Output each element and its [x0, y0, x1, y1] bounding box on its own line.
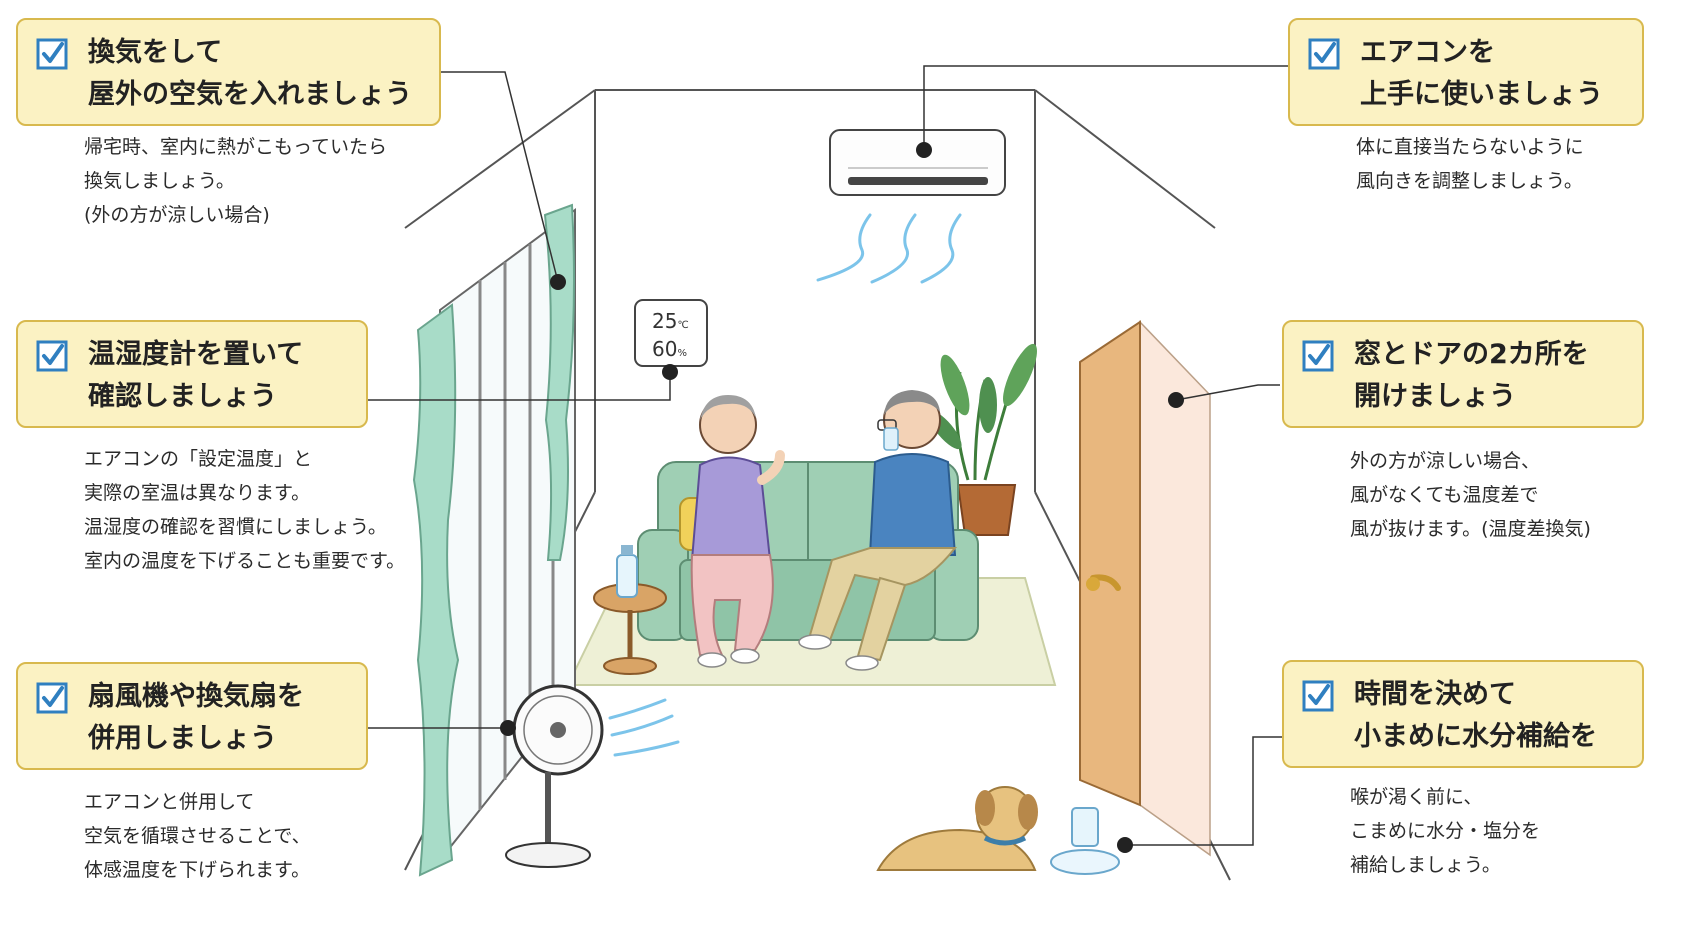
tip-window-door-desc: 外の方が涼しい場合、 風がなくても温度差で 風が抜けます。(温度差換気) — [1350, 450, 1591, 540]
checkbox-checked-icon — [1302, 340, 1334, 372]
tip-aircon-title: エアコンを 上手に使いましょう — [1360, 37, 1603, 110]
leader-dots — [500, 142, 1184, 853]
tip-ventilate-box: 換気をして 屋外の空気を入れましょう — [16, 18, 441, 126]
air-conditioner — [829, 129, 1006, 196]
dog — [876, 786, 1038, 871]
tip-hygrometer-desc: エアコンの「設定温度」と 実際の室温は異なります。 温湿度の確認を習慣にしましょ… — [84, 448, 406, 572]
curtain-right — [543, 203, 575, 561]
checkbox-checked-icon — [1302, 680, 1334, 712]
tip-hygrometer-box: 温湿度計を置いて 確認しましょう — [16, 320, 368, 428]
electric-fan — [505, 684, 604, 868]
tip-fan-title: 扇風機や換気扇を 併用しましょう — [88, 681, 304, 754]
tip-ventilate-title: 換気をして 屋外の空気を入れましょう — [88, 37, 412, 110]
tip-window-door-box: 窓とドアの2カ所を 開けましょう — [1282, 320, 1644, 428]
checkbox-checked-icon — [36, 340, 68, 372]
tip-fan-desc: エアコンと併用して 空気を循環させることで、 体感温度を下げられます。 — [84, 791, 311, 881]
fan-wind — [608, 698, 680, 757]
hygrometer: 25℃ 60% — [634, 299, 708, 367]
checkbox-checked-icon — [1308, 38, 1340, 70]
hygrometer-humidity-unit: % — [677, 348, 687, 359]
tip-fan-box: 扇風機や換気扇を 併用しましょう — [16, 662, 368, 770]
tip-hydration-box: 時間を決めて 小まめに水分補給を — [1282, 660, 1644, 768]
tip-hygrometer-title: 温湿度計を置いて 確認しましょう — [88, 339, 304, 412]
potted-plant — [928, 343, 1037, 536]
tip-window-door-title: 窓とドアの2カ所を 開けましょう — [1354, 339, 1589, 412]
tip-hydration-title: 時間を決めて 小まめに水分補給を — [1354, 679, 1597, 752]
tip-ventilate-desc: 帰宅時、室内に熱がこもっていたら 換気しましょう。 (外の方が涼しい場合) — [84, 136, 388, 226]
curtain-left — [412, 303, 460, 877]
hygrometer-humidity: 60 — [652, 337, 677, 361]
woman — [690, 395, 785, 668]
open-door — [1079, 320, 1211, 857]
hygrometer-temperature-unit: ℃ — [677, 320, 688, 331]
man — [798, 390, 958, 671]
side-table — [593, 545, 667, 675]
hygrometer-temperature: 25 — [652, 309, 677, 333]
tip-aircon-desc: 体に直接当たらないように 風向きを調整しましょう。 — [1356, 136, 1584, 192]
tip-hydration-desc: 喉が渇く前に、 こまめに水分・塩分を 補給しましょう。 — [1350, 786, 1541, 876]
tip-aircon-box: エアコンを 上手に使いましょう — [1288, 18, 1644, 126]
leader-lines — [368, 65, 1288, 846]
svg-text:60%: 60% — [652, 337, 687, 361]
water-bowl — [1050, 807, 1120, 875]
checkbox-checked-icon — [36, 38, 68, 70]
aircon-wind — [816, 213, 962, 284]
svg-text:25℃: 25℃ — [652, 309, 689, 333]
checkbox-checked-icon — [36, 682, 68, 714]
